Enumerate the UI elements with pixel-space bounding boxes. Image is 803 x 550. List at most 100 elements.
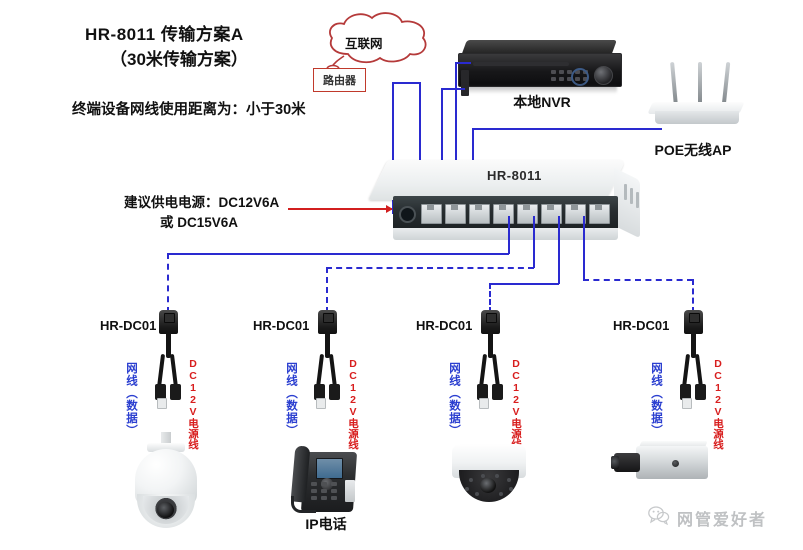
splitter-data-leg [478, 353, 488, 389]
switch-front-panel [393, 196, 618, 230]
hr-dc01-splitter-3[interactable] [474, 310, 508, 410]
watermark: 网管爱好者 [648, 505, 767, 530]
power-arrow [288, 205, 393, 213]
splitter-power-leg [328, 353, 338, 389]
box-camera-port [672, 460, 679, 467]
hr-dc01-splitter-1[interactable] [152, 310, 186, 410]
switch-port-2[interactable] [445, 204, 466, 224]
dome-camera[interactable] [452, 444, 528, 506]
antenna-icon [670, 61, 678, 107]
ip-phone-device[interactable] [285, 438, 367, 516]
box-camera[interactable] [611, 440, 714, 486]
splitter-power-tip [329, 384, 340, 400]
hr-dc01-splitter-4[interactable] [677, 310, 711, 410]
power-spec-line-1: 建议供电电源：DC12V6A [124, 195, 280, 210]
cable-port7-stub [558, 216, 560, 284]
switch-label: HR-8011 [487, 168, 542, 183]
cable-port8-stub [583, 216, 585, 280]
dc-power-jack[interactable] [399, 206, 416, 223]
cable-run-4-drop [692, 279, 694, 313]
cable-run-1-drop [167, 253, 169, 313]
nvr-front-panel [458, 53, 622, 96]
rj45-female-connector [684, 310, 703, 334]
switch-port-3[interactable] [469, 204, 490, 224]
splitter-3-data-cable-label: 网线（数据） [448, 362, 460, 437]
switch-port-4[interactable] [493, 204, 514, 224]
dome-camera-lens [480, 478, 496, 493]
rj45-female-connector [318, 310, 337, 334]
diagram-title: HR-8011 传输方案A [85, 25, 244, 44]
rj45-female-connector [481, 310, 500, 334]
splitter-4-data-cable-label: 网线（数据） [650, 362, 662, 437]
splitter-2-power-cable-label: DC12V电源线 [347, 358, 359, 450]
splitter-power-tip [492, 384, 503, 400]
antenna-icon [721, 61, 731, 107]
phone-side-keys [345, 480, 355, 502]
splitter-2-label: HR-DC01 [253, 318, 310, 333]
phone-cord [291, 496, 316, 513]
splitter-data-tip [680, 384, 691, 400]
splitter-plug [157, 398, 167, 409]
nvr-navigation-ring [571, 68, 589, 86]
nvr-jog-dial [594, 66, 613, 85]
splitter-1-data-cable-label: 网线（数据） [125, 362, 137, 437]
poe-wireless-ap-device[interactable] [647, 61, 750, 128]
splitter-1-label: HR-DC01 [100, 318, 157, 333]
distance-note: 终端设备网线使用距离为：小于30米 [72, 102, 306, 118]
splitter-neck [488, 332, 493, 358]
hr-dc01-splitter-2[interactable] [311, 310, 345, 410]
nvr-left-bay [461, 70, 469, 96]
splitter-3-power-cable-label: DC12V电源线 [510, 358, 522, 450]
antenna-icon [698, 62, 702, 106]
phone-screen [316, 458, 343, 479]
internet-cloud-label: 互联网 [345, 37, 383, 51]
switch-port-8[interactable] [589, 204, 610, 224]
watermark-text: 网管爱好者 [677, 511, 768, 529]
nvr-label: 本地NVR [513, 94, 571, 110]
splitter-power-tip [170, 384, 181, 400]
splitter-4-label: HR-DC01 [613, 318, 670, 333]
vent-slot [630, 188, 633, 204]
nvr-reflection [462, 85, 617, 94]
splitter-data-tip [155, 384, 166, 400]
cable-run-3-horizontal [489, 283, 559, 285]
cable-port1-uplink [419, 82, 421, 212]
splitter-2-data-cable-label: 网线（数据） [285, 362, 297, 437]
cable-nvr-secondary-vertical [455, 62, 457, 212]
switch-port-6[interactable] [541, 204, 562, 224]
splitter-1-power-cable-label: DC12V电源线 [187, 358, 199, 450]
cable-router-vertical [392, 82, 394, 214]
ip-phone-label: IP电话 [305, 516, 347, 532]
switch-port-7[interactable] [565, 204, 586, 224]
cable-port5-stub [508, 216, 510, 254]
router-node[interactable]: 路由器 [313, 68, 366, 92]
cable-nvr-secondary-horizontal [455, 62, 471, 64]
switch-port-1[interactable] [421, 204, 442, 224]
camera-mount [161, 432, 171, 445]
cable-run-1-horizontal [167, 253, 509, 255]
splitter-power-tip [695, 384, 706, 400]
cable-run-4-horizontal [583, 279, 693, 281]
cable-nvr-horizontal [441, 88, 465, 90]
splitter-plug [479, 398, 489, 409]
ptz-dome-camera[interactable] [133, 432, 199, 532]
router-label: 路由器 [323, 75, 356, 87]
splitter-neck [691, 332, 696, 358]
splitter-data-tip [314, 384, 325, 400]
cable-port6-stub [533, 216, 535, 268]
vent-slot [624, 184, 627, 200]
splitter-neck [325, 332, 330, 358]
box-camera-lens [611, 453, 640, 472]
hr8011-switch-device[interactable] [368, 160, 640, 244]
splitter-3-label: HR-DC01 [416, 318, 473, 333]
switch-port-5[interactable] [517, 204, 538, 224]
splitter-power-leg [694, 353, 704, 389]
cable-router-horizontal [392, 82, 420, 84]
wechat-icon [648, 505, 670, 530]
cable-run-2-drop [326, 267, 328, 313]
splitter-data-leg [681, 353, 691, 389]
local-nvr-device[interactable] [458, 40, 623, 96]
cable-nvr-vertical [441, 88, 443, 212]
splitter-data-tip [477, 384, 488, 400]
splitter-plug [316, 398, 326, 409]
